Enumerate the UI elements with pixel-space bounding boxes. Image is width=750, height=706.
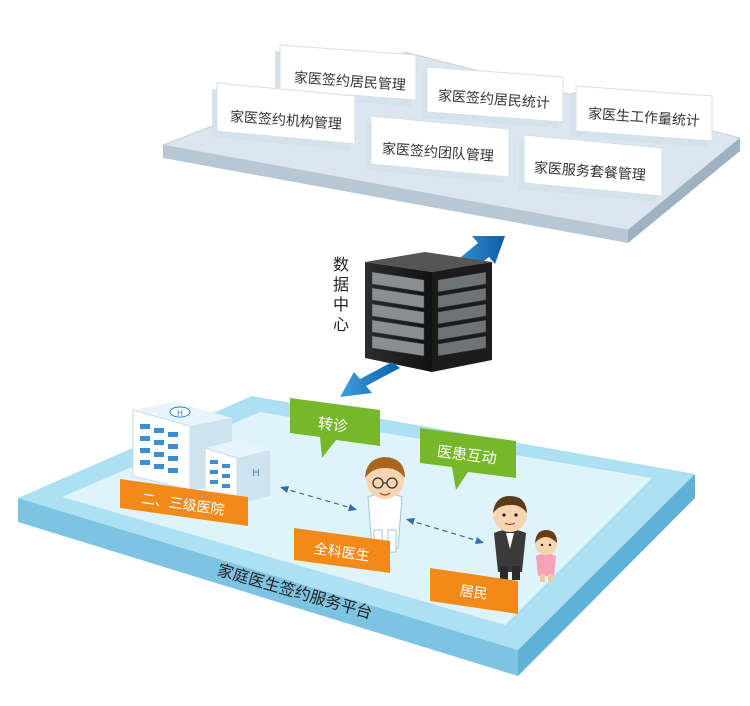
svg-text:中: 中	[333, 295, 349, 314]
label-gp[interactable]: 全科医生	[294, 528, 390, 573]
module-card-team-mgmt[interactable]: 家医签约团队管理	[366, 115, 510, 183]
label-resident[interactable]: 居民	[430, 568, 518, 614]
arrow-head-icon	[280, 486, 289, 493]
svg-text:H: H	[252, 468, 260, 479]
module-card-org-mgmt[interactable]: 家医签约机构管理	[212, 82, 356, 150]
svg-text:心: 心	[333, 315, 349, 334]
child-avatar	[535, 530, 557, 582]
svg-text:据: 据	[333, 275, 349, 294]
data-center-label: 数 据 中 心	[333, 255, 349, 334]
arrow-head-icon	[348, 504, 357, 511]
doctor-avatar	[365, 457, 405, 553]
arrow-head-icon	[406, 518, 415, 525]
dashed-arrow-hospital-doctor	[281, 487, 356, 510]
module-card-package-mgmt[interactable]: 家医服务套餐管理	[519, 134, 663, 202]
server-rack-icon	[365, 252, 492, 372]
arrow-down-icon	[340, 362, 400, 397]
bubble-interaction[interactable]: 医患互动	[420, 428, 516, 490]
resident-avatar	[493, 496, 527, 580]
dashed-arrow-doctor-resident	[407, 519, 483, 543]
svg-text:数: 数	[333, 255, 349, 274]
module-card-workload-stats[interactable]: 家医生工作量统计	[571, 85, 713, 147]
bubble-label: 转诊	[317, 414, 349, 436]
bubble-referral[interactable]: 转诊	[290, 398, 380, 458]
hospital-building-icon: H H	[132, 402, 270, 505]
svg-text:H: H	[177, 409, 183, 418]
arrow-head-icon	[475, 537, 484, 544]
module-card-resident-stats[interactable]: 家医签约居民统计	[422, 66, 564, 128]
role-label: 居民	[459, 583, 489, 603]
